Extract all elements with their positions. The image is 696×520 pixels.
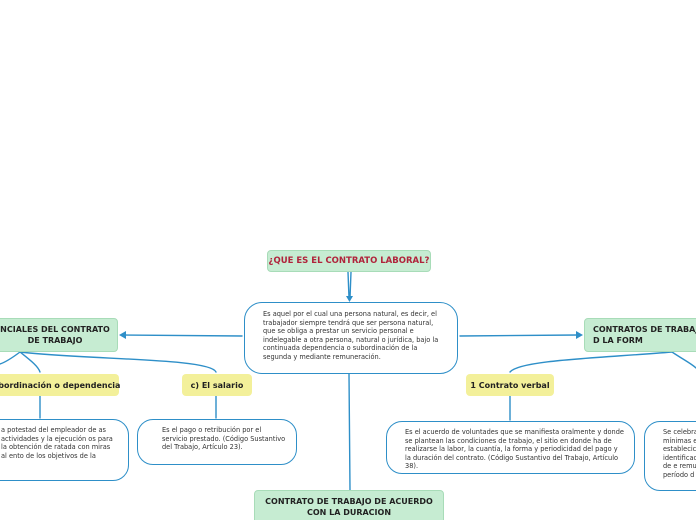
link-title-definition xyxy=(347,271,350,299)
left-topic[interactable]: NCIALES DEL CONTRATO DE TRABAJO xyxy=(0,318,118,352)
escrito-description: Se celebra mínimas e establecic identifi… xyxy=(663,428,696,479)
right-topic-text: CONTRATOS DE TRABAJO D LA FORM xyxy=(593,325,696,345)
sub-contrato-verbal-text: 1 Contrato verbal xyxy=(470,380,550,390)
sub-subordinacion-text: ubordinación o dependencia xyxy=(0,380,121,390)
link-definition-left xyxy=(123,334,243,337)
definition-bubble[interactable]: Es aquel por el cual una persona natural… xyxy=(244,302,458,374)
verbal-text-bubble[interactable]: Es el acuerdo de voluntades que se manif… xyxy=(386,421,635,474)
right-topic[interactable]: CONTRATOS DE TRABAJO D LA FORM xyxy=(584,318,696,352)
root-title-text: ¿QUE ES EL CONTRATO LABORAL? xyxy=(268,256,430,266)
link-right-verbal xyxy=(509,351,673,373)
link-definition-bottom xyxy=(348,373,351,491)
subordinacion-text-bubble[interactable]: a potestad del empleador de as actividad… xyxy=(0,419,129,481)
arrow-left-topic xyxy=(119,331,126,339)
sub-salario[interactable]: c) El salario xyxy=(182,374,252,396)
link-right-edge xyxy=(671,351,696,369)
bottom-topic[interactable]: CONTRATO DE TRABAJO DE ACUERDO CON LA DU… xyxy=(254,490,444,520)
sub-subordinacion[interactable]: ubordinación o dependencia xyxy=(0,374,121,396)
left-topic-text: NCIALES DEL CONTRATO DE TRABAJO xyxy=(0,325,110,345)
arrow-right-topic xyxy=(576,331,583,339)
link-title-definition-2 xyxy=(349,271,352,299)
link-definition-right xyxy=(459,334,579,337)
bottom-topic-text: CONTRATO DE TRABAJO DE ACUERDO CON LA DU… xyxy=(265,497,433,517)
verbal-description: Es el acuerdo de voluntades que se manif… xyxy=(405,428,624,471)
sub-salario-text: c) El salario xyxy=(190,380,244,390)
link-left-edge xyxy=(0,351,21,365)
sub-contrato-verbal[interactable]: 1 Contrato verbal xyxy=(466,374,554,396)
subordinacion-description: a potestad del empleador de as actividad… xyxy=(1,426,113,460)
link-left-subordinacion xyxy=(19,351,41,373)
root-title[interactable]: ¿QUE ES EL CONTRATO LABORAL? xyxy=(267,250,431,272)
salario-description: Es el pago o retribución por el servicio… xyxy=(162,426,286,452)
definition-text: Es aquel por el cual una persona natural… xyxy=(263,310,439,361)
link-left-salario xyxy=(19,351,217,373)
escrito-text-bubble[interactable]: Se celebra mínimas e establecic identifi… xyxy=(644,421,696,491)
salario-text-bubble[interactable]: Es el pago o retribución por el servicio… xyxy=(137,419,297,465)
arrow-definition xyxy=(346,296,353,302)
